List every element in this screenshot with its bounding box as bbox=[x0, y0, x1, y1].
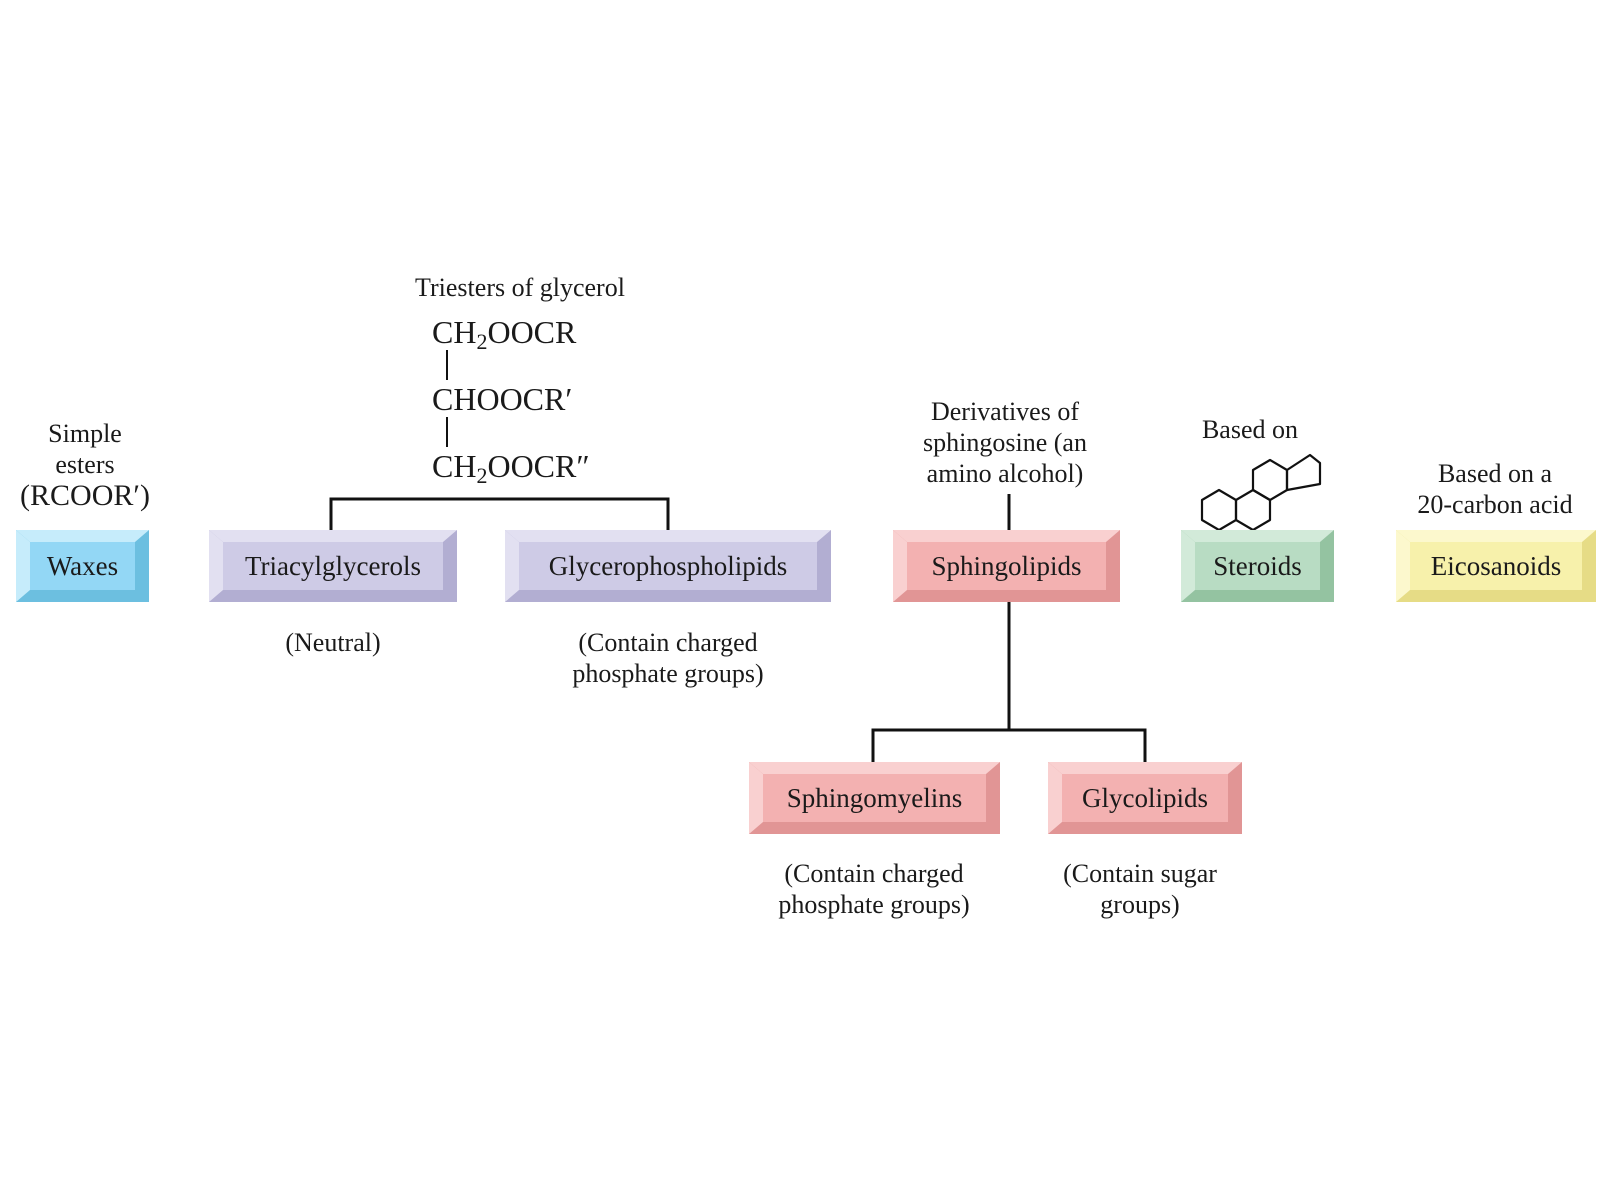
glycolipids-label: Glycolipids bbox=[1082, 782, 1208, 813]
eicosanoids-box[interactable]: Eicosanoids bbox=[1396, 530, 1596, 602]
glycerol-formula-row-1-a: CH bbox=[432, 314, 477, 350]
glycerol-formula-row-3-b: OOCR″ bbox=[487, 448, 590, 484]
waxes-box-bevel bbox=[16, 530, 149, 602]
glycerophospholipids-box-face bbox=[519, 542, 817, 590]
sphingolipids-box-face bbox=[907, 542, 1106, 590]
glycolipids-box-face bbox=[1062, 774, 1228, 822]
sphingolipids-box-left-bevel bbox=[893, 530, 907, 602]
waxes-label: Waxes bbox=[46, 550, 119, 581]
eicosanoids-box-bevel bbox=[1396, 530, 1596, 602]
sphingo-annotation-line-3: amino alcohol) bbox=[926, 459, 1084, 488]
glycolipids-box-top-bevel bbox=[1048, 762, 1242, 774]
glycolipids-box-left-bevel bbox=[1048, 762, 1062, 834]
triacylglycerols-box[interactable]: Triacylglycerols bbox=[209, 530, 457, 602]
steroids-box[interactable]: Steroids bbox=[1181, 530, 1334, 602]
steroids-annotation: Based on bbox=[1201, 415, 1299, 444]
glycerophospholipids-note: (Contain charged phosphate groups) bbox=[518, 627, 818, 689]
glycerophospholipids-note-line-1: (Contain charged bbox=[578, 628, 758, 657]
glycerophospholipids-label: Glycerophospholipids bbox=[548, 550, 788, 581]
glycerophospholipids-box-left-bevel bbox=[505, 530, 519, 602]
glycolipids-note-line-2: groups) bbox=[1100, 890, 1180, 919]
sphingo-annotation-line-1: Derivatives of bbox=[930, 397, 1079, 426]
glycerol-title: Triesters of glycerol bbox=[415, 273, 625, 302]
glycerol-formula-row-1: CH2OOCR bbox=[432, 314, 577, 353]
glycerol-bond-2 bbox=[446, 417, 448, 447]
sphingo-annotation-line-2: sphingosine (an bbox=[923, 428, 1087, 457]
glycerol-formula-row-3-sub: 2 bbox=[476, 463, 488, 488]
waxes-box-face bbox=[30, 542, 135, 590]
glycerol-formula-row-3-a: CH bbox=[432, 448, 477, 484]
sphingolipids-box-top-bevel bbox=[893, 530, 1120, 542]
steroid-ring-icon bbox=[1200, 453, 1322, 532]
sphingomyelins-box[interactable]: Sphingomyelins bbox=[749, 762, 1000, 834]
glycolipids-note: (Contain sugar groups) bbox=[1025, 858, 1255, 920]
waxes-annotation-line-1: Simple bbox=[48, 419, 122, 448]
glycolipids-box-bevel bbox=[1048, 762, 1242, 834]
sphingolipids-box-bevel bbox=[893, 530, 1120, 602]
eicosanoids-box-face bbox=[1410, 542, 1582, 590]
triacylglycerols-box-left-bevel bbox=[209, 530, 223, 602]
waxes-box-top-bevel bbox=[16, 530, 149, 542]
triacylglycerols-box-face bbox=[223, 542, 443, 590]
waxes-annotation-formula: (RCOOR′) bbox=[20, 479, 150, 512]
eicosanoids-annotation-line-1: Based on a bbox=[1437, 459, 1553, 488]
glycerol-bracket bbox=[329, 497, 670, 530]
sphingomyelins-note-line-1: (Contain charged bbox=[784, 859, 964, 888]
triacylglycerols-box-top-bevel bbox=[209, 530, 457, 542]
steroids-label: Steroids bbox=[1213, 550, 1302, 581]
triacylglycerols-label: Triacylglycerols bbox=[245, 550, 421, 581]
glycerol-formula-row-1-sub: 2 bbox=[476, 329, 488, 354]
sphingo-annotation: Derivatives of sphingosine (an amino alc… bbox=[880, 396, 1130, 489]
sphingomyelins-box-left-bevel bbox=[749, 762, 763, 834]
eicosanoids-box-left-bevel bbox=[1396, 530, 1410, 602]
glycerol-formula-row-3: CH2OOCR″ bbox=[432, 448, 590, 487]
steroids-box-left-bevel bbox=[1181, 530, 1195, 602]
sphingomyelins-box-bevel bbox=[749, 762, 1000, 834]
eicosanoids-annotation: Based on a 20-carbon acid bbox=[1390, 458, 1600, 520]
triacylglycerols-box-bevel bbox=[209, 530, 457, 602]
eicosanoids-box-top-bevel bbox=[1396, 530, 1596, 542]
glycerol-formula-row-1-b: OOCR bbox=[487, 314, 577, 350]
glycerophospholipids-note-line-2: phosphate groups) bbox=[572, 659, 764, 688]
sphingolipids-label: Sphingolipids bbox=[931, 550, 1082, 581]
triacylglycerols-note: (Neutral) bbox=[285, 628, 381, 657]
glycerophospholipids-box-bevel bbox=[505, 530, 831, 602]
glycerol-formula-row-2: CHOOCR′ bbox=[432, 381, 573, 417]
sphingomyelins-note: (Contain charged phosphate groups) bbox=[724, 858, 1024, 920]
sphingo-bracket bbox=[871, 728, 1147, 762]
glycerol-bond-1 bbox=[446, 350, 448, 380]
sphingomyelins-box-top-bevel bbox=[749, 762, 1000, 774]
eicosanoids-label: Eicosanoids bbox=[1430, 550, 1562, 581]
sphingomyelins-label: Sphingomyelins bbox=[786, 782, 963, 813]
steroids-box-face bbox=[1195, 542, 1320, 590]
steroids-box-top-bevel bbox=[1181, 530, 1334, 542]
waxes-box-left-bevel bbox=[16, 530, 30, 602]
glycerophospholipids-box[interactable]: Glycerophospholipids bbox=[505, 530, 831, 602]
glycerophospholipids-box-top-bevel bbox=[505, 530, 831, 542]
sphingolipids-box[interactable]: Sphingolipids bbox=[893, 530, 1120, 602]
waxes-box[interactable]: Waxes bbox=[16, 530, 149, 602]
steroids-box-bevel bbox=[1181, 530, 1334, 602]
sphingomyelins-box-face bbox=[763, 774, 986, 822]
waxes-annotation-line-2: esters bbox=[55, 450, 115, 479]
sphingomyelins-note-line-2: phosphate groups) bbox=[778, 890, 970, 919]
waxes-annotation: Simple esters (RCOOR′) bbox=[10, 418, 160, 511]
eicosanoids-annotation-line-2: 20-carbon acid bbox=[1417, 490, 1573, 519]
glycolipids-box[interactable]: Glycolipids bbox=[1048, 762, 1242, 834]
glycolipids-note-line-1: (Contain sugar bbox=[1063, 859, 1217, 888]
